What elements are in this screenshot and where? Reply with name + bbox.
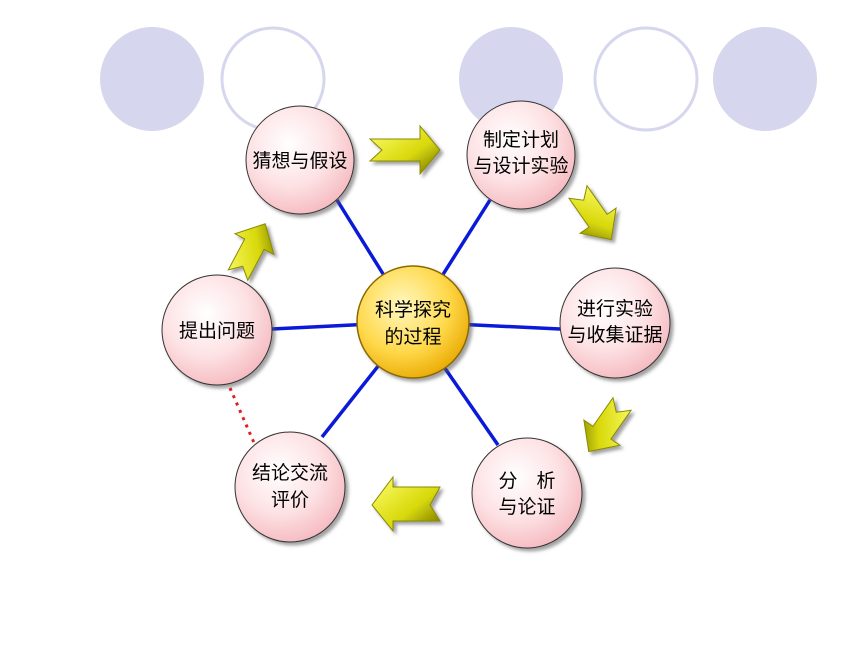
arrow-right-top [368,124,441,176]
deco-circle-filled [100,27,204,131]
label-question: 提出问题 [179,320,255,342]
dotted-link [228,387,257,446]
node-labels: 猜想与假设 制定计划 与设计实验 进行实验 与收集证据 分 析 与论证 结论交流… [179,129,663,518]
label-experiment-line1: 进行实验 [577,298,653,320]
label-center-line1: 科学探究 [375,299,451,321]
arrow-down-right [567,184,617,241]
node-conclusion [234,431,346,543]
node-experiment [559,267,671,379]
node-center [356,265,470,379]
arrow-down-left [583,396,633,453]
label-plan-line2: 与设计实验 [473,155,568,177]
arrow-left-bottom [371,475,441,533]
label-analysis-line2: 与论证 [498,496,555,518]
label-analysis-line1: 分 析 [498,470,555,492]
outer-nodes [161,100,671,549]
deco-circle-outline [593,26,699,132]
node-analysis [471,437,583,549]
arrow-up-left [227,223,275,282]
node-hypothesis [245,105,355,215]
node-plan [466,100,576,210]
label-conclusion-line1: 结论交流 [252,462,328,484]
deco-circle-filled [713,27,817,131]
label-experiment-line2: 与收集证据 [567,324,662,346]
label-plan-line1: 制定计划 [483,129,559,151]
decorative-circles [100,26,817,132]
node-question [161,274,273,386]
cycle-arrows [227,124,633,533]
label-hypothesis: 猜想与假设 [252,150,347,172]
label-conclusion-line2: 评价 [271,489,309,511]
label-center-line2: 的过程 [384,326,441,348]
